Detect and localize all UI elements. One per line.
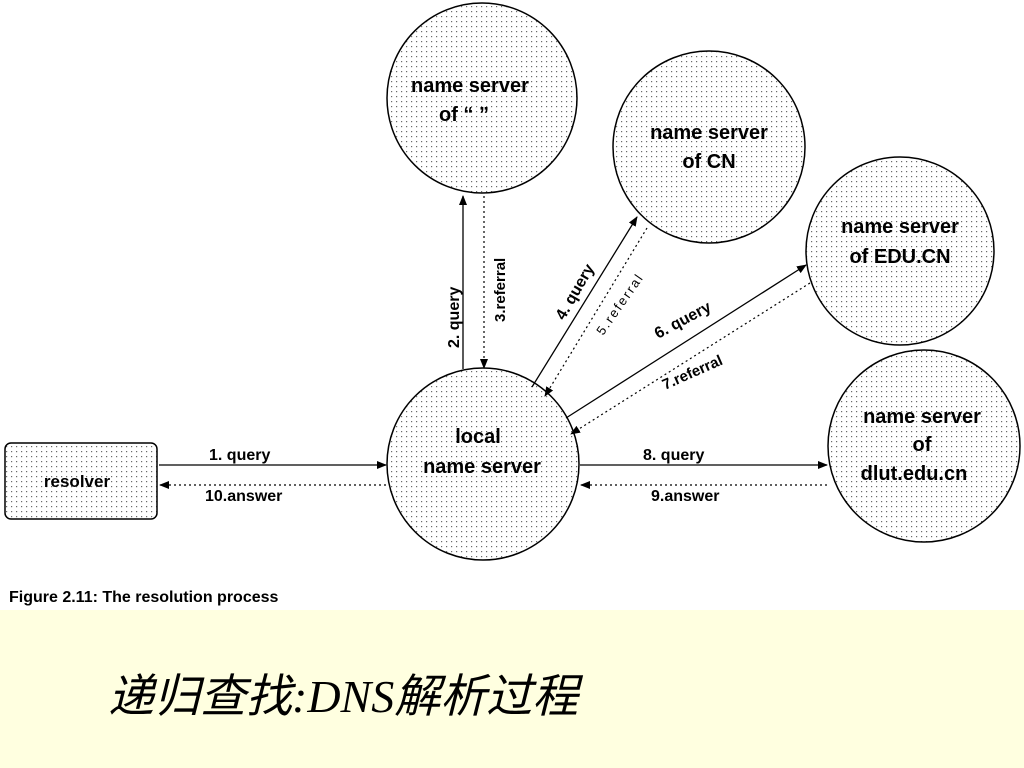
edu-label-line1: name server xyxy=(841,216,959,238)
resolver-label: resolver xyxy=(44,472,111,491)
dns-resolution-diagram: name server of “ ” name server of CN nam… xyxy=(4,2,1021,606)
edge-10-label: 10.answer xyxy=(205,488,282,505)
root-label-line1: name server xyxy=(411,75,529,97)
dlut-label-line3: dlut.edu.cn xyxy=(861,463,968,485)
dlut-label-line2: of xyxy=(913,434,932,456)
root-name-server-node xyxy=(386,2,578,194)
edge-4-query xyxy=(531,216,638,388)
edge-8-label: 8. query xyxy=(643,447,704,464)
edge-3-label: 3.referral xyxy=(492,258,509,322)
slide-title: 递归查找:DNS解析过程 xyxy=(108,671,579,722)
cn-name-server-node xyxy=(612,50,806,244)
edge-6-label: 6. query xyxy=(652,299,714,343)
root-label-line2: of “ ” xyxy=(439,104,489,126)
dlut-name-server-node xyxy=(827,349,1021,543)
edge-7-label: 7.referral xyxy=(660,352,726,394)
edge-5-label: 5.referral xyxy=(593,270,647,338)
local-label-line1: local xyxy=(455,426,501,448)
figure-caption: Figure 2.11: The resolution process xyxy=(9,589,279,606)
edge-7-referral xyxy=(570,282,811,435)
cn-label-line2: of CN xyxy=(682,151,735,173)
cn-label-line1: name server xyxy=(650,122,768,144)
dlut-label-line1: name server xyxy=(863,406,981,428)
edge-4-label: 4. query xyxy=(553,261,598,323)
edge-9-label: 9.answer xyxy=(651,488,719,505)
local-label-line2: name server xyxy=(423,456,541,478)
edu-label-line2: of EDU.CN xyxy=(849,246,950,268)
edge-2-label: 2. query xyxy=(446,287,463,348)
resolver-node xyxy=(4,442,158,520)
edge-1-label: 1. query xyxy=(209,447,270,464)
edu-name-server-node xyxy=(805,156,995,346)
edge-6-query xyxy=(565,264,807,419)
